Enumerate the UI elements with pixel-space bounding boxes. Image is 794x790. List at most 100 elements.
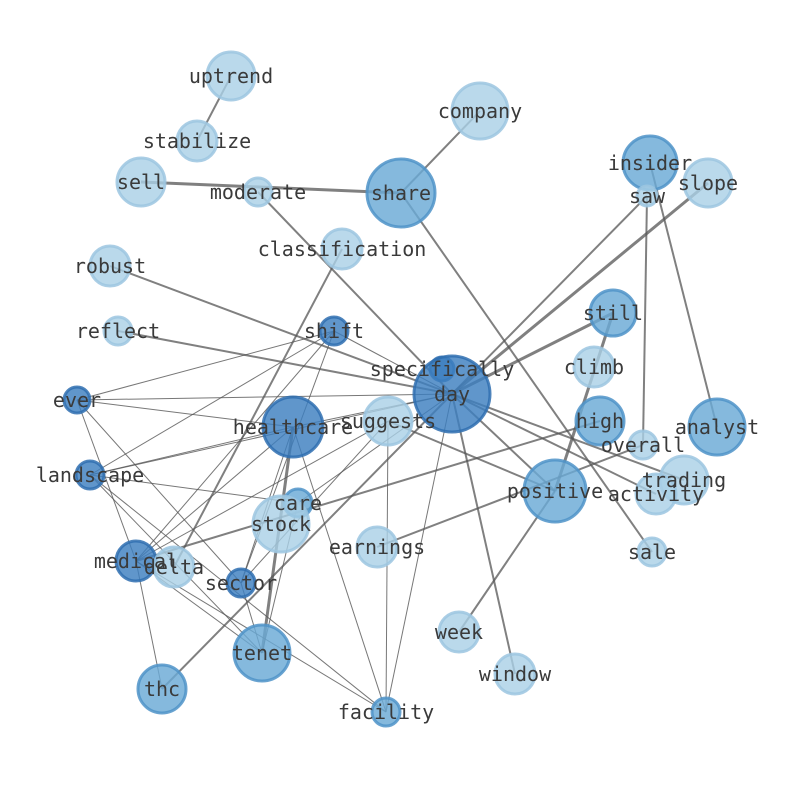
- node-label-day: day: [434, 382, 470, 406]
- node-uptrend: [205, 50, 257, 102]
- node-label-high: high: [576, 409, 624, 433]
- node-label-climb: climb: [564, 355, 624, 379]
- edge-saw-overall: [642, 195, 648, 446]
- node-classification: [320, 227, 364, 271]
- node-healthcare: [261, 395, 325, 459]
- node-label-shift: shift: [304, 319, 364, 343]
- node-sector: [225, 567, 257, 599]
- edge-saw-day: [451, 195, 648, 395]
- node-label-landscape: landscape: [36, 463, 144, 487]
- node-delta: [152, 545, 196, 589]
- node-company: [450, 81, 510, 141]
- node-sell: [115, 156, 167, 208]
- edge-day-trading: [451, 393, 685, 481]
- node-label-sale: sale: [628, 540, 676, 564]
- node-analyst: [687, 397, 747, 457]
- edge-reflect-day: [117, 330, 453, 395]
- node-window: [493, 652, 537, 696]
- edge-day-window: [451, 393, 516, 675]
- node-label-still: still: [583, 301, 643, 325]
- node-overall: [627, 429, 659, 461]
- node-label-earnings: earnings: [329, 535, 425, 559]
- edge-shift-ever: [76, 330, 335, 401]
- node-still: [588, 288, 638, 338]
- edge-ever-sector: [76, 399, 242, 584]
- edge-healthcare-facility: [292, 426, 387, 713]
- node-label-activity: activity: [608, 482, 704, 506]
- edge-suggests-facility: [385, 420, 389, 713]
- node-stock: [251, 494, 311, 554]
- node-label-facility: facility: [338, 700, 434, 724]
- node-label-tenet: tenet: [232, 641, 292, 665]
- node-label-insider: insider: [608, 151, 692, 175]
- node-label-suggests: suggests: [340, 409, 436, 433]
- node-label-stabilize: stabilize: [143, 129, 251, 153]
- node-label-window: window: [479, 662, 552, 686]
- node-label-saw: saw: [629, 184, 666, 208]
- node-label-trading: trading: [642, 468, 726, 492]
- node-slope: [682, 157, 734, 209]
- node-label-thc: thc: [144, 677, 180, 701]
- edge-shift-medical: [135, 330, 335, 562]
- node-label-overall: overall: [601, 433, 685, 457]
- edge-ever-medical: [76, 399, 137, 562]
- node-day: [412, 354, 492, 434]
- node-label-positive: positive: [507, 479, 603, 503]
- edge-ever-healthcare: [76, 399, 294, 428]
- edge-day-ever: [76, 393, 453, 401]
- node-tenet: [232, 623, 292, 683]
- edge-day-facility: [385, 393, 453, 713]
- node-landscape: [74, 459, 106, 491]
- node-shift: [318, 315, 350, 347]
- node-label-week: week: [435, 620, 483, 644]
- node-label-specifically: specifically: [370, 357, 515, 381]
- node-sale: [636, 536, 668, 568]
- node-stabilize: [175, 119, 219, 163]
- edge-slope-day: [451, 181, 709, 396]
- node-label-robust: robust: [74, 254, 146, 278]
- node-label-medical: medical: [94, 549, 178, 573]
- node-label-care: care: [274, 491, 322, 515]
- edge-day-thc: [161, 393, 453, 690]
- edge-moderate-day: [257, 191, 453, 395]
- node-label-uptrend: uptrend: [189, 64, 273, 88]
- node-moderate: [242, 176, 274, 208]
- node-ever: [62, 385, 92, 415]
- node-label-sell: sell: [117, 170, 165, 194]
- edge-overall-earnings: [376, 444, 644, 548]
- edge-shift-landscape: [89, 330, 335, 476]
- edge-insider-analyst: [649, 162, 718, 428]
- edge-classification-delta: [173, 248, 343, 568]
- node-label-classification: classification: [258, 237, 427, 261]
- edge-healthcare-landscape: [89, 426, 294, 476]
- node-activity: [634, 472, 678, 516]
- node-suggests: [362, 395, 414, 447]
- node-label-sector: sector: [205, 571, 277, 595]
- edge-suggests-medical: [135, 420, 389, 562]
- node-layer: [62, 50, 747, 728]
- node-robust: [88, 244, 132, 288]
- node-facility: [370, 696, 402, 728]
- node-label-reflect: reflect: [76, 319, 160, 343]
- edge-healthcare-medical: [135, 426, 294, 562]
- node-label-analyst: analyst: [675, 415, 759, 439]
- node-positive: [522, 458, 588, 524]
- node-climb: [572, 345, 616, 389]
- node-saw: [635, 184, 659, 208]
- edge-share-sale: [400, 192, 653, 553]
- node-label-ever: ever: [53, 388, 101, 412]
- node-earnings: [355, 525, 399, 569]
- edge-high-medical: [135, 420, 601, 562]
- node-thc: [136, 663, 188, 715]
- node-week: [437, 610, 481, 654]
- node-label-stock: stock: [251, 512, 311, 536]
- node-reflect: [102, 315, 134, 347]
- node-label-company: company: [438, 99, 522, 123]
- edge-suggests-sector: [240, 420, 389, 584]
- node-label-healthcare: healthcare: [233, 415, 353, 439]
- node-label-delta: delta: [144, 555, 204, 579]
- node-share: [365, 157, 437, 229]
- edge-robust-day: [109, 265, 453, 395]
